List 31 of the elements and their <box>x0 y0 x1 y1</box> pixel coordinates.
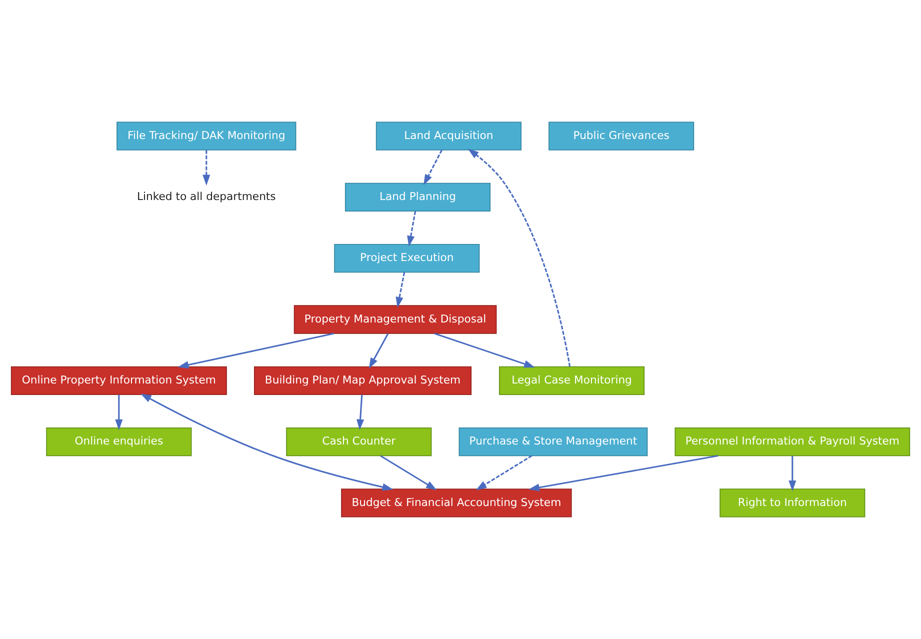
node-box: Public Grievances <box>548 122 694 150</box>
node-box: File Tracking/ DAK Monitoring <box>116 122 296 150</box>
node-box: Building Plan/ Map Approval System <box>254 366 472 395</box>
node-box: Online enquiries <box>46 428 192 456</box>
node-box: Personnel Information & Payroll System <box>674 428 910 456</box>
node-box: Legal Case Monitoring <box>499 366 645 395</box>
arrow <box>178 332 334 369</box>
arrow <box>356 394 364 430</box>
node-box: Purchase & Store Management <box>458 428 648 456</box>
node-box: Right to Information <box>720 488 866 518</box>
arrow <box>202 150 210 186</box>
node-box: Land Acquisition <box>376 122 522 150</box>
arrow <box>476 455 532 490</box>
arrow <box>434 332 535 368</box>
node-box: Land Planning <box>344 182 490 212</box>
arrow <box>115 394 123 430</box>
arrow <box>424 150 442 186</box>
node-box: Project Execution <box>334 244 480 273</box>
arrow <box>788 456 796 492</box>
arrow <box>407 211 416 247</box>
node-box: Cash Counter <box>286 428 432 456</box>
arrow <box>468 148 571 367</box>
arrow <box>368 333 389 369</box>
node-box: Budget & Financial Accounting System <box>341 488 572 518</box>
arrow <box>396 272 406 308</box>
node-box: Property Management & Disposal <box>294 305 497 334</box>
arrow <box>380 455 437 490</box>
node-text: Linked to all departments <box>136 190 276 204</box>
arrow <box>140 394 394 491</box>
arrow <box>528 455 718 492</box>
node-box: Online Property Information System <box>10 366 227 395</box>
